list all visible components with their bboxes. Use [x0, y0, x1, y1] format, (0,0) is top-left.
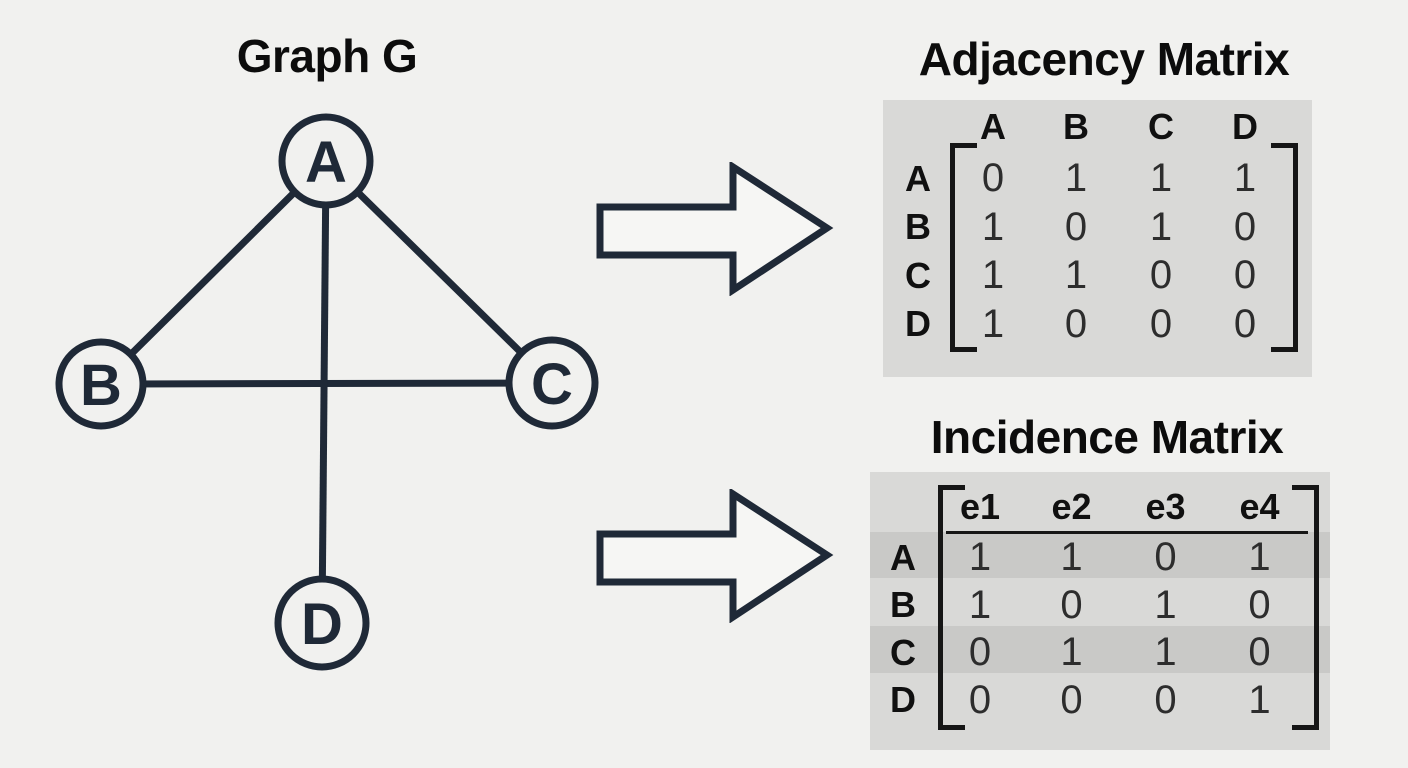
- adjacency-cell: 1: [1064, 253, 1088, 297]
- edge-e2-a-c: [323, 158, 555, 386]
- adjacency-cell: 0: [1064, 301, 1088, 346]
- node-d-label: D: [301, 592, 343, 657]
- graph-title: Graph G: [236, 30, 418, 82]
- adjacency-cell: 0: [1233, 301, 1257, 346]
- incidence-col-header: e2: [1051, 486, 1092, 527]
- adjacency-matrix-grid: A B C D A 0 1 1 1 B 1 0 1 0 C 1 1 0 0 D …: [883, 100, 1312, 377]
- incidence-cell: 1: [968, 582, 992, 627]
- incidence-matrix-panel: e1 e2 e3 e4 A 1 1 0 1 B 1 0 1 0 C 0 1 1 …: [870, 472, 1330, 750]
- node-a-circle: [278, 113, 374, 209]
- incidence-matrix-grid: e1 e2 e3 e4 A 1 1 0 1 B 1 0 1 0 C 0 1 1 …: [870, 472, 1330, 750]
- adjacency-cell: 0: [1064, 204, 1088, 249]
- arrow-right-shape: [596, 162, 834, 296]
- incidence-col-header: e1: [959, 486, 1001, 527]
- incidence-cell: 0: [1154, 535, 1177, 579]
- adjacency-col-header: D: [1232, 106, 1258, 147]
- incidence-row-label: D: [890, 679, 916, 720]
- adjacency-col-header: A: [980, 106, 1006, 147]
- incidence-cell: 1: [1060, 535, 1083, 579]
- graph-canvas: A B C D: [55, 113, 599, 671]
- incidence-cell: 0: [1060, 677, 1083, 722]
- adjacency-cell: 0: [1149, 253, 1173, 297]
- adjacency-left-bracket: [950, 143, 977, 352]
- adjacency-cell: 1: [1149, 156, 1173, 200]
- adjacency-matrix-panel: A B C D A 0 1 1 1 B 1 0 1 0 C 1 1 0 0 D …: [883, 100, 1312, 377]
- incidence-cell: 1: [1248, 677, 1271, 722]
- edge-e1-a-b: [98, 158, 329, 387]
- adjacency-corner-spacer: [883, 100, 953, 154]
- incidence-cell: 0: [1060, 582, 1083, 627]
- node-d-circle: [274, 575, 370, 671]
- incidence-corner-spacer: [870, 480, 936, 534]
- incidence-cell: 0: [1154, 677, 1177, 722]
- adjacency-cell: 0: [981, 156, 1005, 200]
- incidence-cell: 0: [968, 630, 992, 674]
- edge-e4-a-d: [318, 160, 330, 624]
- incidence-cell: 1: [968, 535, 992, 579]
- incidence-row-label: A: [890, 536, 916, 578]
- row-stripe: [870, 532, 1330, 578]
- incidence-cell: 0: [968, 677, 992, 722]
- arrow-right-icon: [596, 162, 834, 296]
- adjacency-cell: 1: [1233, 156, 1257, 200]
- adjacency-cell: 0: [1233, 253, 1257, 297]
- incidence-cell: 1: [1248, 535, 1271, 579]
- adjacency-cell: 1: [981, 301, 1005, 346]
- incidence-row-label: C: [890, 631, 916, 673]
- incidence-row-label: B: [890, 584, 916, 625]
- incidence-cell: 1: [1154, 582, 1177, 627]
- row-stripe: [870, 626, 1330, 673]
- adjacency-cell: 1: [981, 204, 1005, 249]
- incidence-col-header: e3: [1145, 486, 1186, 527]
- incidence-left-bracket: [938, 485, 965, 730]
- adjacency-col-header: C: [1148, 106, 1174, 147]
- adjacency-cell: 0: [1149, 301, 1173, 346]
- incidence-right-bracket: [1292, 485, 1319, 730]
- adjacency-cell: 1: [1064, 156, 1088, 200]
- incidence-cell: 0: [1248, 582, 1271, 627]
- adjacency-cell: 1: [1149, 204, 1173, 249]
- adjacency-cell: 1: [981, 253, 1005, 297]
- node-a-label: A: [305, 130, 347, 195]
- adjacency-row-label: C: [905, 254, 931, 296]
- incidence-cell: 1: [1060, 630, 1083, 674]
- incidence-col-header: e4: [1239, 486, 1280, 527]
- adjacency-row-label: D: [905, 303, 931, 344]
- incidence-cell: 0: [1248, 630, 1271, 674]
- node-b-label: B: [80, 353, 122, 418]
- incidence-cell: 1: [1154, 630, 1177, 674]
- node-b-circle: [55, 338, 147, 430]
- adjacency-right-bracket: [1271, 143, 1298, 352]
- adjacency-matrix-title: Adjacency Matrix: [918, 33, 1290, 85]
- node-c-circle: [505, 336, 599, 430]
- incidence-matrix-title: Incidence Matrix: [930, 411, 1284, 463]
- arrow-right-shape: [596, 489, 834, 623]
- adjacency-col-header: B: [1063, 106, 1089, 147]
- arrow-right-icon: [596, 489, 834, 623]
- node-c-label: C: [531, 352, 573, 417]
- adjacency-cell: 0: [1233, 204, 1257, 249]
- incidence-header-rule: [946, 531, 1308, 534]
- adjacency-row-label: A: [905, 157, 931, 199]
- adjacency-row-label: B: [905, 206, 931, 247]
